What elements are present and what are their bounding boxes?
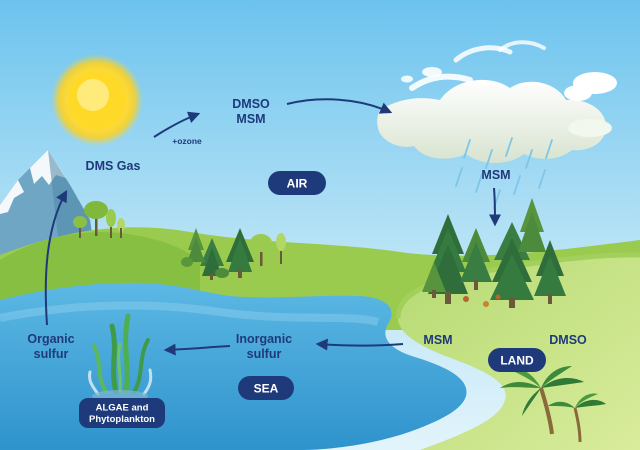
badge-sea: SEA — [238, 376, 294, 400]
badge-algae-line1: ALGAE and — [96, 403, 149, 414]
palm-tree-icon — [500, 366, 606, 443]
tree-group-right — [422, 198, 566, 308]
cloud-icon — [377, 40, 617, 163]
arrow-inorganic-to-organic — [163, 343, 231, 356]
label-msm-land: MSM — [423, 333, 452, 347]
label-organic-sulfur: sulfur — [34, 347, 69, 361]
mountain-icon — [0, 150, 95, 255]
tree-group-middle — [181, 228, 286, 280]
badge-algae-line2: Phytoplankton — [89, 414, 155, 425]
back-hill-left — [0, 232, 200, 300]
label-dms-gas: DMS Gas — [86, 159, 141, 173]
sun-icon — [51, 54, 143, 146]
badge-sea-label: SEA — [254, 382, 279, 396]
sea-shine — [0, 301, 380, 326]
arrow-group — [44, 98, 501, 356]
badge-land-label: LAND — [500, 354, 534, 368]
arrow-organic-to-dms — [44, 189, 68, 326]
arrow-dmso-to-cloud — [286, 98, 393, 114]
arrow-rain-down — [488, 187, 501, 227]
arrow-dms-to-dmso — [153, 111, 201, 138]
label-dmso-land: DMSO — [549, 333, 587, 347]
label-inorganic: Inorganic — [236, 332, 292, 346]
label-msm-air: MSM — [236, 112, 265, 126]
badge-algae: ALGAE and Phytoplankton — [79, 398, 165, 428]
badge-air-label: AIR — [287, 177, 308, 191]
badge-air: AIR — [268, 171, 326, 195]
label-organic: Organic — [27, 332, 74, 346]
badge-land: LAND — [488, 348, 546, 372]
label-inorganic-sulfur: sulfur — [247, 347, 282, 361]
label-dmso: DMSO — [232, 97, 270, 111]
tree-group-left — [73, 201, 125, 238]
label-msm-rain: MSM — [481, 168, 510, 182]
label-ozone: +ozone — [172, 136, 202, 146]
arrow-msm-to-inorganic — [315, 338, 404, 351]
